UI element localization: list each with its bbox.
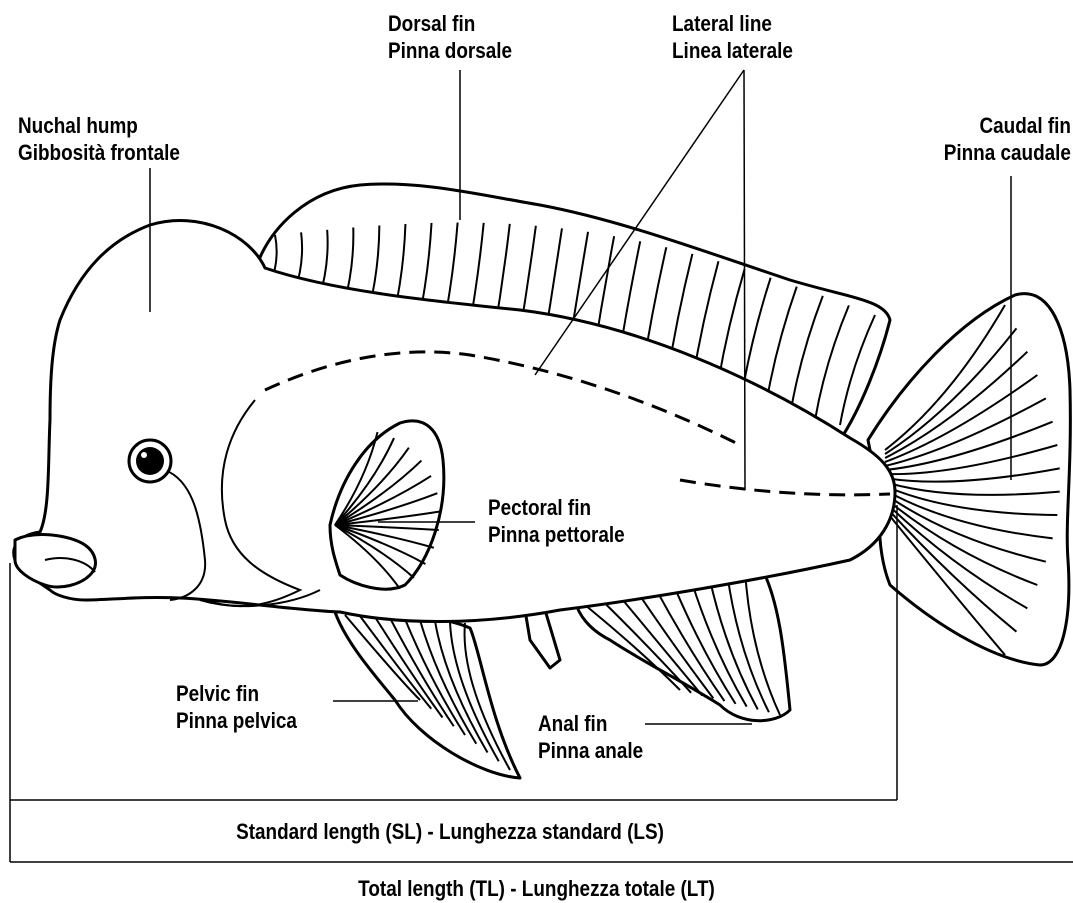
pelvic-fin-label-it: Pinna pelvica — [176, 707, 297, 734]
anal-fin-label-en: Anal fin — [538, 710, 643, 737]
caudal-fin-label: Caudal fin Pinna caudale — [944, 112, 1071, 166]
dorsal-fin-label-en: Dorsal fin — [388, 10, 512, 37]
pectoral-fin-label: Pectoral fin Pinna pettorale — [488, 494, 625, 548]
caudal-fin-label-it: Pinna caudale — [944, 139, 1071, 166]
lateral-line-label: Lateral line Linea laterale — [672, 10, 793, 64]
caudal-fin-label-en: Caudal fin — [944, 112, 1071, 139]
dorsal-fin-label: Dorsal fin Pinna dorsale — [388, 10, 512, 64]
anal-fin-label-it: Pinna anale — [538, 737, 643, 764]
standard-length-label: Standard length (SL) - Lunghezza standar… — [63, 818, 837, 845]
lateral-line-label-it: Linea laterale — [672, 37, 793, 64]
pelvic-fin-label: Pelvic fin Pinna pelvica — [176, 680, 297, 734]
pelvic-fin-label-en: Pelvic fin — [176, 680, 297, 707]
lateral-line-label-en: Lateral line — [672, 10, 793, 37]
dorsal-fin-label-it: Pinna dorsale — [388, 37, 512, 64]
nuchal-hump-label: Nuchal hump Gibbosità frontale — [18, 112, 180, 166]
pectoral-fin-label-it: Pinna pettorale — [488, 521, 625, 548]
anal-fin-label: Anal fin Pinna anale — [538, 710, 643, 764]
nuchal-hump-label-en: Nuchal hump — [18, 112, 180, 139]
caudal-fin — [868, 294, 1070, 665]
total-length-label: Total length (TL) - Lunghezza totale (LT… — [75, 875, 998, 902]
pectoral-fin-label-en: Pectoral fin — [488, 494, 625, 521]
pelvic-fin — [335, 612, 520, 778]
nuchal-hump-label-it: Gibbosità frontale — [18, 139, 180, 166]
